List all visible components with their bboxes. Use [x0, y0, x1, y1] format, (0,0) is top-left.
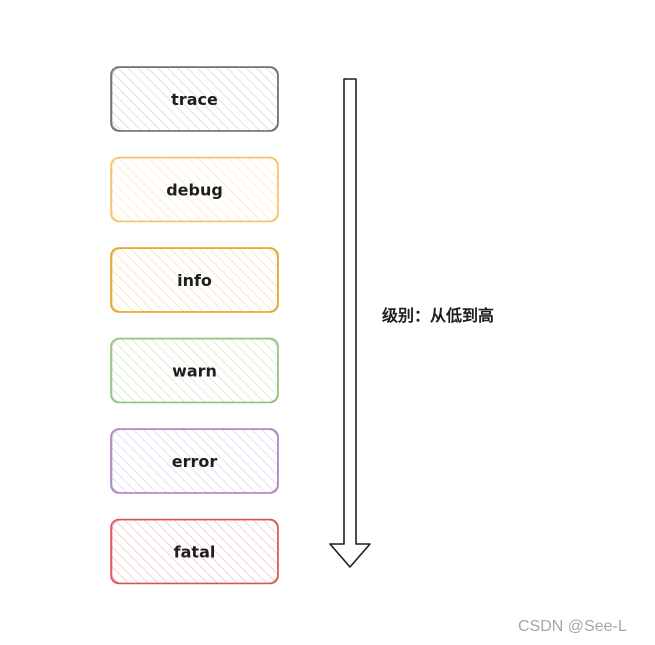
level-label-warn: warn — [172, 362, 217, 381]
level-label-error: error — [172, 452, 218, 471]
level-label-info: info — [177, 271, 212, 290]
level-box-warn: warn — [110, 337, 279, 404]
level-box-border — [110, 518, 279, 585]
level-box-sketch-stroke — [111, 338, 278, 403]
level-box-error: error — [110, 428, 279, 494]
level-label-fatal: fatal — [174, 543, 216, 562]
level-label-trace: trace — [171, 90, 218, 109]
level-box-sketch-stroke — [111, 429, 278, 494]
level-box-sketch-stroke — [111, 248, 278, 313]
down-arrow — [329, 78, 371, 568]
level-box-fatal: fatal — [110, 518, 279, 585]
level-box-sketch-stroke — [111, 519, 278, 584]
arrow-label: 级别：从低到高 — [382, 306, 495, 325]
level-box-sketch-stroke — [111, 157, 278, 222]
level-box-debug: debug — [110, 156, 279, 223]
level-label-debug: debug — [166, 181, 223, 200]
level-box-sketch-stroke — [111, 67, 278, 131]
down-arrow-shape — [329, 78, 371, 568]
level-box-info: info — [110, 247, 279, 313]
level-box-column: trace debug info warn error fatal — [110, 66, 279, 585]
watermark: CSDN @See-L — [518, 618, 627, 635]
level-box-trace: trace — [110, 66, 279, 132]
